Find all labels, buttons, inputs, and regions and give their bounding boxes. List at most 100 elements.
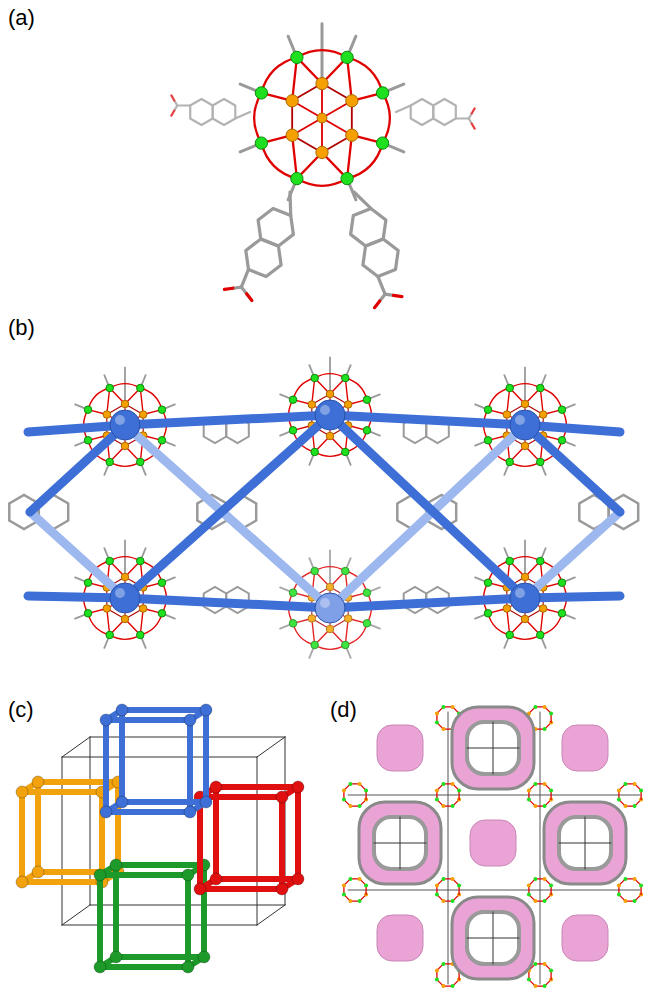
small-atom (533, 782, 537, 786)
linker (224, 192, 293, 301)
green-atom (341, 172, 353, 184)
oxo-bond (261, 57, 297, 93)
linker-bond (456, 117, 469, 119)
orange-atom (103, 411, 111, 419)
linker (396, 99, 475, 129)
orange-atom (308, 401, 316, 409)
cage-edge (119, 710, 125, 802)
green-atom (158, 610, 166, 618)
pore-window (467, 722, 519, 774)
orange-atom (139, 411, 147, 419)
net-rod (125, 415, 330, 598)
small-cluster (342, 782, 368, 808)
green-atom (255, 137, 267, 149)
small-atom (364, 788, 368, 792)
cage-edge (200, 794, 282, 800)
small-atom (543, 804, 547, 808)
metal-cluster (240, 24, 404, 200)
methyl-stick (124, 541, 126, 578)
orange-atom (539, 411, 547, 419)
green-atom (311, 374, 319, 382)
green-atom (158, 406, 166, 414)
cage-edge (122, 799, 206, 805)
orange-atom (121, 615, 129, 623)
cage-edge (62, 925, 257, 926)
grid-line (348, 890, 640, 891)
aromatic-ring (411, 99, 434, 125)
oxo-bond (383, 93, 390, 143)
oxo-bond (297, 50, 347, 57)
linker (171, 95, 250, 125)
cage-vertex (182, 869, 194, 881)
aromatic-ring (363, 239, 398, 277)
carboxylate-bond (472, 108, 475, 113)
net-rod (125, 415, 330, 425)
green-atom (506, 557, 513, 565)
green-atom (484, 406, 492, 414)
oxo-bond (315, 452, 346, 456)
small-pore (562, 725, 608, 771)
cage-edge (197, 797, 203, 889)
cage-vertex (16, 786, 28, 798)
linker-bond (396, 106, 411, 113)
oxo-bond (540, 613, 562, 635)
cage-edge (97, 875, 103, 967)
cage-edge (295, 787, 301, 879)
cage-vertex (210, 781, 222, 793)
small-atom (617, 893, 621, 897)
cage-edge (187, 720, 193, 812)
small-pore (377, 915, 423, 961)
node-highlight (320, 598, 330, 608)
small-atom (543, 899, 547, 903)
orange-atom (503, 411, 511, 419)
cage-edge (106, 809, 190, 815)
small-atom (543, 962, 547, 966)
orange-atom (521, 615, 529, 623)
orange-atom (316, 146, 328, 158)
cage-edge (185, 875, 191, 967)
linker (351, 192, 402, 308)
small-atom (543, 727, 547, 731)
green-atom (537, 631, 545, 639)
oxo-bond (254, 93, 261, 143)
small-atom (623, 877, 627, 881)
orange-atom (521, 573, 529, 581)
net-node (315, 400, 345, 430)
cage-edge (100, 872, 188, 878)
oxo-bond (488, 388, 510, 410)
node-highlight (115, 415, 125, 425)
interpenetrated-net (94, 859, 210, 973)
small-atom (543, 877, 547, 881)
pore-window (374, 817, 426, 869)
green-atom (537, 384, 545, 392)
small-atom (633, 782, 637, 786)
panel-label: (c) (8, 698, 34, 722)
green-atom (158, 437, 166, 445)
pore-window (467, 912, 519, 964)
orange-atom (139, 605, 147, 613)
small-atom (451, 984, 455, 988)
small-atom (441, 804, 445, 808)
orange-atom (326, 625, 334, 633)
cage-vertex (292, 781, 304, 793)
oxo-bond (315, 374, 346, 378)
cage-edge (257, 737, 285, 757)
cage-edge (279, 797, 285, 889)
green-atom (84, 579, 92, 587)
cage-vertex (116, 796, 128, 808)
cage-vertex (116, 704, 128, 716)
net-rod (330, 415, 525, 425)
methyl-stick (124, 368, 126, 405)
small-cluster (342, 877, 368, 903)
small-cluster (435, 782, 461, 808)
grid-line (448, 712, 449, 984)
net-rod (525, 425, 620, 512)
net-rod (330, 415, 525, 598)
small-atom (617, 788, 621, 792)
cage-vertex (110, 951, 122, 963)
large-pore (359, 802, 441, 884)
green-atom (558, 437, 566, 445)
oxo-bond (110, 557, 141, 561)
interpenetrated-net (100, 704, 212, 818)
linker-bond (177, 104, 190, 106)
